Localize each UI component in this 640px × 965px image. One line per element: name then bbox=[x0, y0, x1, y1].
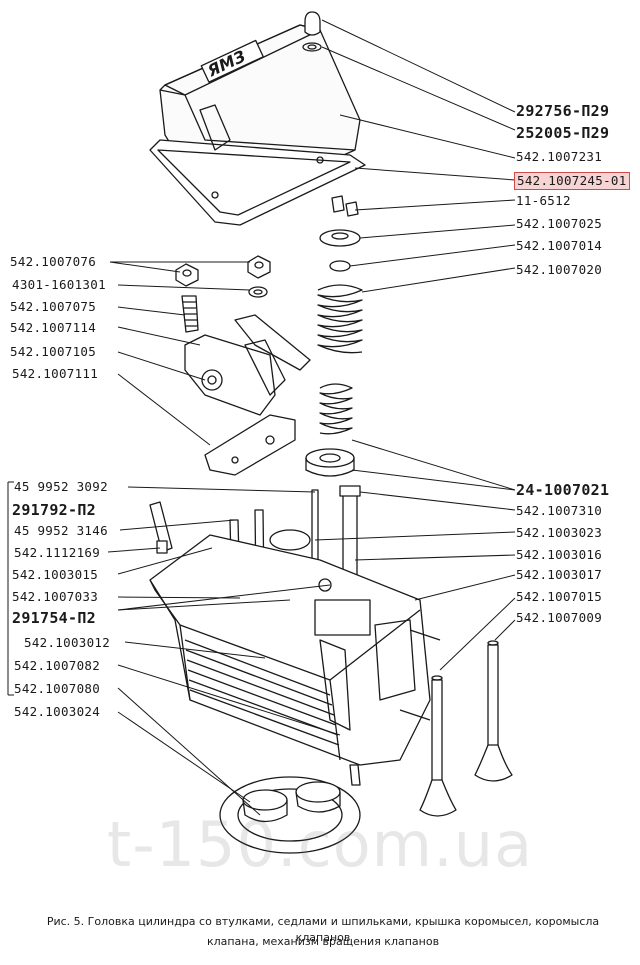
part-label-left: 542.1007075 bbox=[10, 299, 97, 314]
valve-rotator bbox=[305, 448, 355, 477]
valve-seat-inserts bbox=[219, 776, 361, 854]
inner-valve-spring bbox=[319, 383, 353, 435]
part-label-left: 542.1003012 bbox=[24, 635, 111, 650]
figure-caption-line1: Рис. 5. Головка цилиндра со втулками, се… bbox=[46, 915, 600, 944]
part-label-left: 542.1112169 bbox=[14, 545, 101, 560]
part-label-left: 542.1003015 bbox=[12, 567, 99, 582]
part-label-left: 542.1007111 bbox=[12, 366, 99, 381]
part-label-left: 291754-П2 bbox=[12, 609, 96, 627]
valve-keepers bbox=[331, 195, 359, 217]
part-label-right: 292756-П29 bbox=[516, 102, 610, 120]
spring-retainer bbox=[319, 229, 361, 272]
part-label-right: 252005-П29 bbox=[516, 124, 610, 142]
part-label-right: 542.1003017 bbox=[516, 567, 603, 582]
valve-cover: ЯМЗ bbox=[149, 24, 366, 226]
rocker-arm-assembly bbox=[184, 314, 311, 416]
part-label-right: 542.1007015 bbox=[516, 589, 603, 604]
figure-caption-line2: клапана, механизм вращения клапанов bbox=[206, 935, 440, 948]
part-label-left: 45 9952 3146 bbox=[14, 523, 108, 538]
rocker-bracket bbox=[204, 414, 296, 476]
part-label-right: 542.1007310 bbox=[516, 503, 603, 518]
part-label-left: 542.1007076 bbox=[10, 254, 97, 269]
watermark: t-150.com.ua bbox=[106, 808, 534, 881]
rocker-nut bbox=[175, 255, 271, 298]
part-label-right: 24-1007021 bbox=[516, 481, 610, 499]
part-label-right: 542.1007014 bbox=[516, 238, 603, 253]
part-label-right: 542.1007231 bbox=[516, 149, 603, 164]
part-label-right: 11-6512 bbox=[516, 193, 571, 208]
part-label-left: 542.1007082 bbox=[14, 658, 101, 673]
cylinder-head bbox=[149, 529, 441, 786]
part-label-right: 542.1007009 bbox=[516, 610, 603, 625]
part-label-left: 542.1007080 bbox=[14, 681, 101, 696]
part-label-left: 542.1003024 bbox=[14, 704, 101, 719]
part-label-right: 542.1007245-01 bbox=[514, 172, 630, 190]
intake-valve bbox=[419, 675, 457, 817]
part-label-left: 542.1007114 bbox=[10, 320, 97, 335]
part-label-left: 542.1007105 bbox=[10, 344, 97, 359]
cover-acorn-nut bbox=[302, 11, 322, 52]
leader-lines-left bbox=[7, 261, 341, 816]
outer-valve-spring bbox=[317, 284, 363, 354]
part-label-left: 45 9952 3092 bbox=[14, 479, 108, 494]
exhaust-valve bbox=[474, 640, 513, 782]
part-label-right: 542.1003023 bbox=[516, 525, 603, 540]
adjusting-screw bbox=[181, 295, 199, 333]
part-label-right: 542.1007025 bbox=[516, 216, 603, 231]
part-label-right: 542.1007020 bbox=[516, 262, 603, 277]
part-label-left: 4301-1601301 bbox=[12, 277, 106, 292]
part-label-left: 542.1007033 bbox=[12, 589, 99, 604]
part-label-left: 291792-П2 bbox=[12, 501, 96, 519]
part-label-right: 542.1003016 bbox=[516, 547, 603, 562]
leader-lines-right bbox=[314, 19, 516, 671]
